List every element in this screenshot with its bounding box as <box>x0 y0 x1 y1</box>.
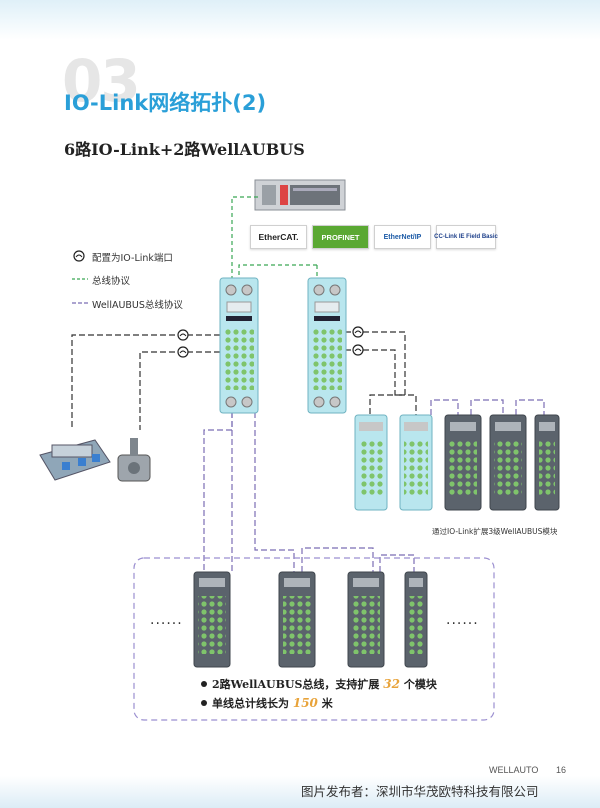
iolink-line-ext1 <box>345 331 406 415</box>
ext-module-1 <box>354 414 388 511</box>
master-module-left <box>219 277 259 414</box>
bullet-expansion-value: 32 <box>383 677 400 691</box>
protocol-ethercat: EtherCAT. <box>250 225 307 249</box>
page-title: IO-Link网络拓扑(2) <box>64 91 267 115</box>
protocol-ethernetip: EtherNet/IP <box>374 225 431 249</box>
wellaubus-left-branch <box>203 412 233 572</box>
bullet-expansion-text: 2路WellAUBUS总线，支持扩展 <box>212 678 380 691</box>
wellaubus-ext-link3 <box>515 399 545 415</box>
top-band <box>0 0 600 40</box>
bottom-module-3 <box>347 571 385 668</box>
ellipsis-right: ...... <box>446 612 479 628</box>
ellipsis-left: ...... <box>150 612 183 628</box>
wellaubus-group-box <box>133 557 495 721</box>
iolink-line-valve <box>71 334 220 430</box>
bus-line-plc-right <box>238 264 317 280</box>
wellaubus-bottom-link1 <box>301 547 374 572</box>
io-link-markers <box>177 326 364 358</box>
bullet-length-value: 150 <box>292 696 318 710</box>
bullet-length-suffix: 米 <box>321 697 333 710</box>
bullet-expansion: 2路WellAUBUS总线，支持扩展 32 个模块 <box>212 676 437 692</box>
legend-label-bus: 总线协议 <box>92 276 131 287</box>
legend-item-io-link: 配置为IO-Link端口 <box>92 250 173 264</box>
page-number: 16 <box>556 765 567 775</box>
wellaubus-ext-link1 <box>430 399 459 415</box>
io-link-port-icon <box>73 250 85 262</box>
protocol-profinet: PROFINET <box>312 225 369 249</box>
legend-label-io-link: 配置为IO-Link端口 <box>92 253 173 264</box>
sensor-hub <box>117 438 151 482</box>
ext-module-5 <box>534 414 560 511</box>
ext-module-4 <box>489 414 527 511</box>
bullet-expansion-suffix: 个模块 <box>403 678 437 691</box>
plc-controller <box>254 179 346 211</box>
valve-terminal <box>39 439 111 481</box>
protocol-cclink: CC-Link IE Field Basic <box>434 225 498 249</box>
bottom-module-2 <box>278 571 316 668</box>
footer-bar <box>0 776 600 808</box>
ext-module-3 <box>444 414 482 511</box>
wellaubus-bottom-link2 <box>379 554 415 572</box>
legend-symbols <box>72 250 88 304</box>
bullet-length-text: 单线总计线长为 <box>212 697 289 710</box>
legend-item-bus: 总线协议 <box>92 273 130 287</box>
bus-line-plc-left <box>231 196 258 280</box>
image-credit: 图片发布者：深圳市华茂欧特科技有限公司 <box>301 784 539 799</box>
wellaubus-ext-link2 <box>470 399 504 415</box>
legend-item-wellaubus: WellAUBUS总线协议 <box>92 297 183 311</box>
bullet-length: 单线总计线长为 150 米 <box>212 695 333 711</box>
section-number: 03 <box>62 47 141 115</box>
page-subtitle: 6路IO-Link+2路WellAUBUS <box>64 140 305 159</box>
bullet-dot-1 <box>201 681 207 687</box>
bullet-dot-2 <box>201 700 207 706</box>
footer-brand: WELLAUTO <box>489 765 539 775</box>
bottom-module-1 <box>193 571 231 668</box>
iolink-line-ext2 <box>345 349 417 415</box>
master-module-right <box>307 277 347 414</box>
wellaubus-left-second <box>254 412 295 572</box>
extension-caption: 通过IO-Link扩展3级WellAUBUS模块 <box>432 527 558 536</box>
iolink-line-sensor <box>139 351 220 430</box>
bottom-module-4 <box>404 571 428 668</box>
ext-module-2 <box>399 414 433 511</box>
legend-label-wellaubus: WellAUBUS总线协议 <box>92 300 183 311</box>
